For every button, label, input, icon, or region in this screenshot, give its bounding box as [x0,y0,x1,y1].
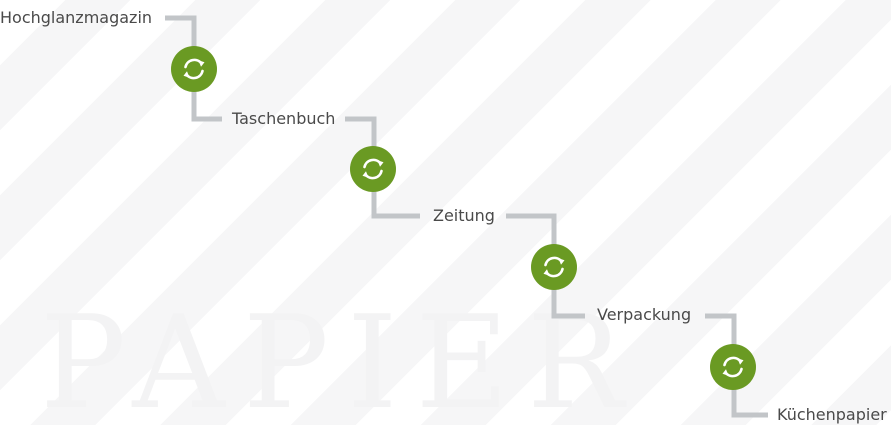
recycle-icon-glyph [183,58,205,80]
recycle-icon-glyph [362,158,384,180]
step-label-zeitung: Zeitung [433,206,495,225]
step-label-hochglanzmagazin: Hochglanzmagazin [0,8,153,27]
recycle-icon [350,146,396,192]
recycle-icon [171,46,217,92]
step-label-taschenbuch: Taschenbuch [232,109,336,128]
step-label-kuechenpapier: Küchenpapier [777,405,887,424]
recycle-icon [531,244,577,290]
recycle-icon [710,344,756,390]
step-label-verpackung: Verpackung [597,305,692,324]
recycle-icon-glyph [543,256,565,278]
watermark-text: PAPIER [40,289,642,438]
recycle-icon-glyph [722,356,744,378]
